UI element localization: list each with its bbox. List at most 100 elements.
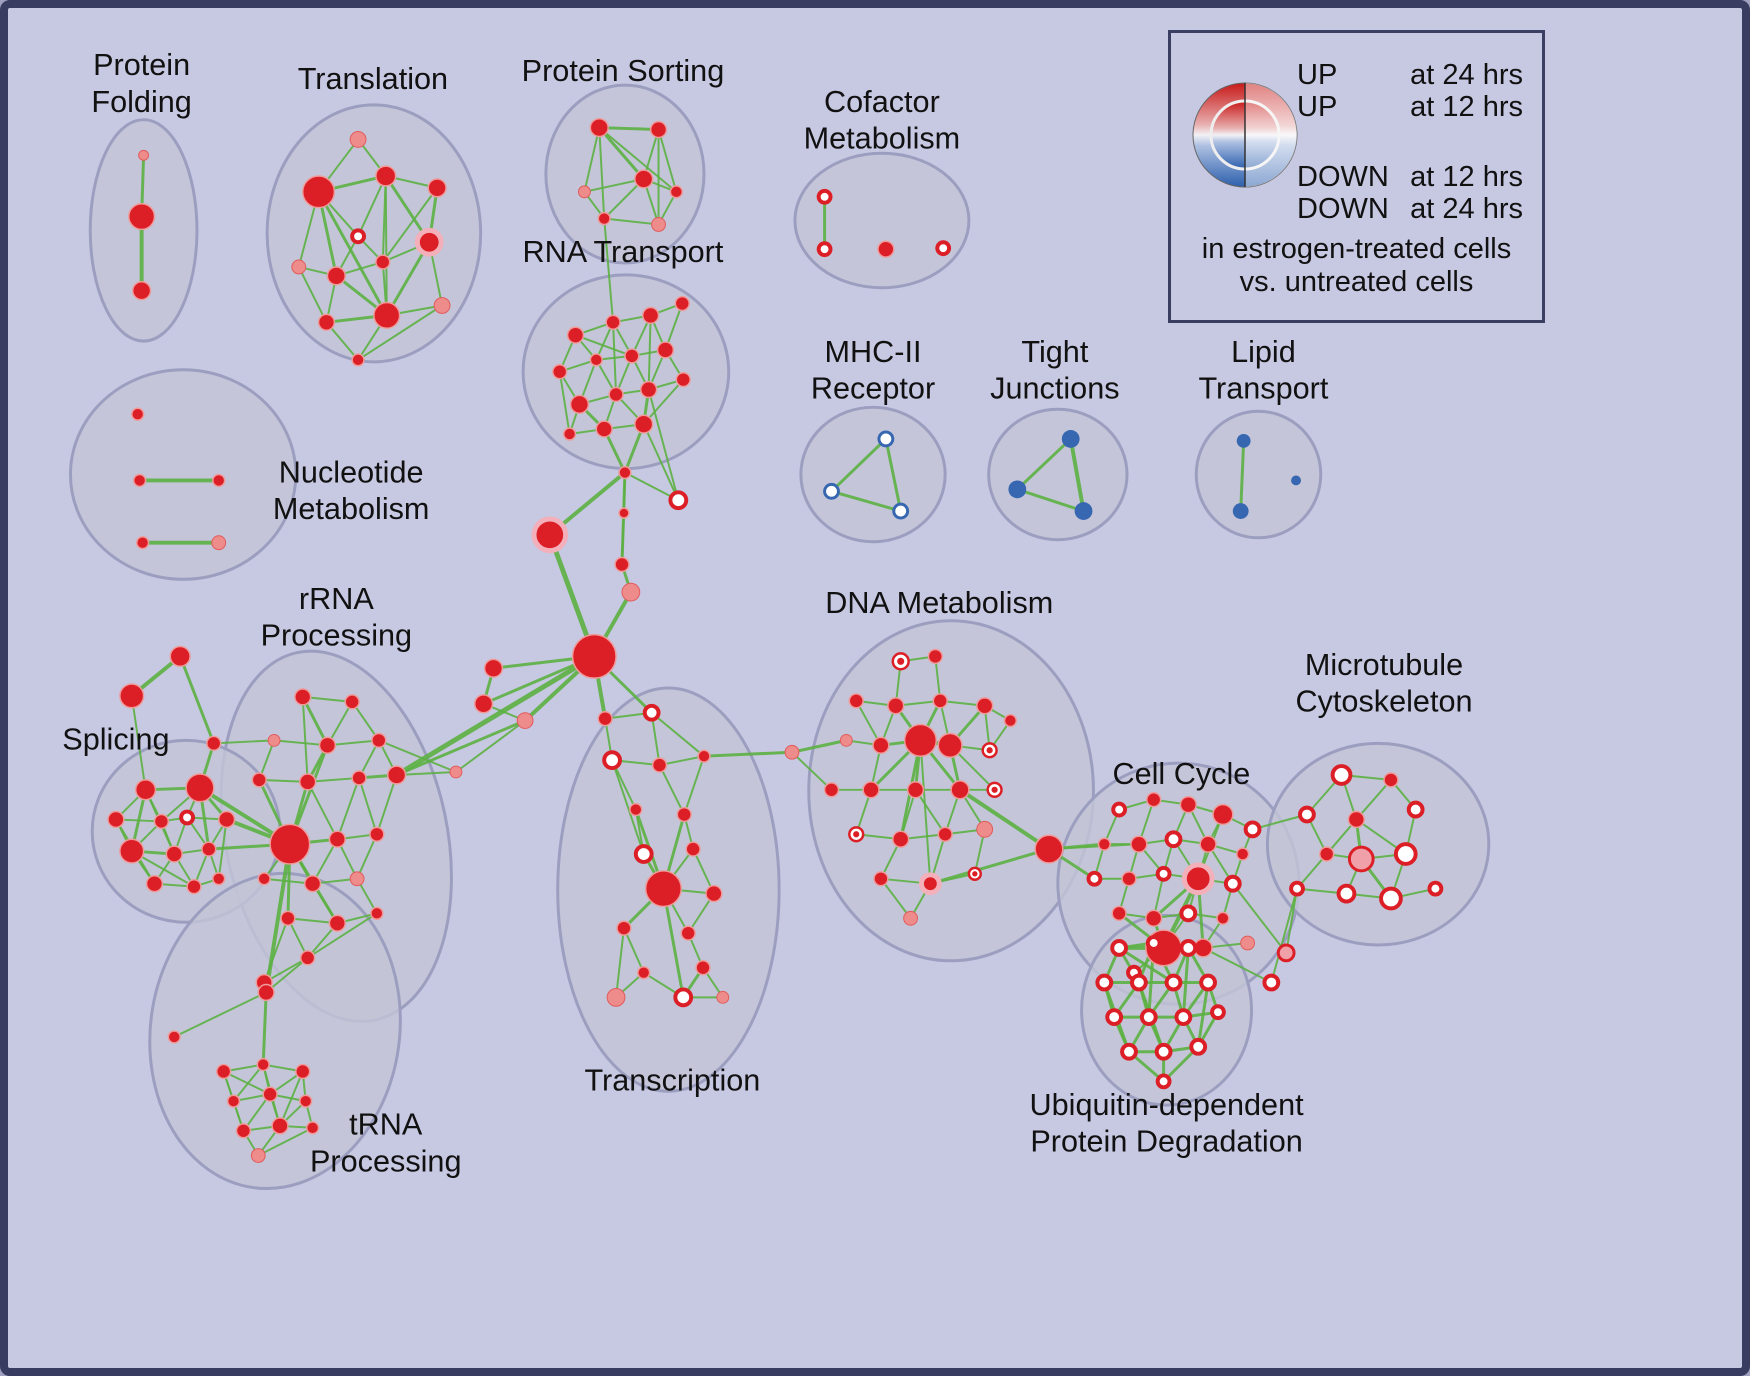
- node-rna-transport: [608, 386, 624, 403]
- node-protein-sorting: [577, 185, 591, 199]
- legend-updown-glyph: [1192, 82, 1298, 188]
- node-splicing: [107, 810, 125, 829]
- node-backbone: [668, 490, 689, 511]
- node-trna-processing: [226, 1094, 241, 1108]
- node-trna-processing: [262, 1086, 278, 1102]
- edge: [790, 751, 833, 791]
- edge: [306, 912, 378, 959]
- edge: [336, 776, 361, 841]
- node-lipid-transport: [1236, 433, 1251, 448]
- node-dna-metabolism: [848, 693, 864, 709]
- node-dna-metabolism: [906, 781, 925, 799]
- node-dna-metabolism: [927, 648, 943, 665]
- nodes: [107, 117, 1444, 1163]
- node-transcription: [644, 870, 683, 908]
- node-translation: [427, 178, 447, 198]
- node-protein-sorting: [597, 211, 611, 226]
- edge: [357, 304, 444, 361]
- node-rna-transport: [641, 306, 660, 325]
- node-cell-cycle: [1212, 803, 1234, 826]
- node-center-dot: [972, 871, 978, 877]
- node-microtubule-cytoskeleton: [1406, 800, 1425, 819]
- node-splicing: [185, 773, 215, 803]
- node-backbone: [571, 633, 617, 679]
- node-rrna-processing: [371, 732, 387, 749]
- node-dna-metabolism: [903, 723, 938, 757]
- edge: [375, 773, 398, 836]
- node-backbone: [621, 582, 641, 602]
- node-backbone: [449, 765, 463, 779]
- node-rna-transport: [569, 394, 590, 414]
- node-nucleotide-metabolism: [212, 473, 226, 488]
- node-nucleotide-metabolism: [132, 473, 147, 488]
- node-nucleotide-metabolism: [135, 536, 150, 550]
- node-cell-cycle: [1236, 847, 1250, 861]
- node-transcription: [705, 884, 723, 903]
- node-dna-metabolism: [950, 780, 970, 800]
- edge: [603, 217, 660, 226]
- node-dna-metabolism: [976, 820, 994, 838]
- edge: [598, 126, 678, 193]
- edge: [1015, 487, 1086, 513]
- module-label-transcription: Transcription: [584, 1063, 760, 1097]
- node-ubiquitin-degradation: [1095, 973, 1114, 992]
- legend-row-down-24: DOWN at 24 hrs: [1297, 193, 1523, 225]
- node-transcription: [629, 802, 643, 817]
- module-label-translation: Translation: [298, 62, 448, 96]
- node-translation: [351, 353, 365, 367]
- edge: [657, 128, 678, 193]
- edge: [173, 991, 268, 1038]
- edge: [394, 653, 597, 778]
- node-splicing: [119, 838, 145, 864]
- node-cell-cycle: [1086, 870, 1103, 887]
- edge: [384, 175, 388, 317]
- edge: [642, 378, 685, 426]
- module-ellipse-trna-processing: [148, 871, 402, 1191]
- node-trna-processing: [271, 1117, 289, 1135]
- edge: [1270, 887, 1299, 984]
- edge: [1355, 778, 1392, 821]
- node-rna-transport: [562, 427, 577, 441]
- node-center-dot: [991, 786, 998, 793]
- node-tight-junctions: [1008, 480, 1027, 499]
- node-translation: [375, 165, 397, 187]
- legend-right-half-overlay: [1245, 83, 1297, 187]
- node-splicing: [186, 879, 202, 895]
- edge: [212, 739, 276, 745]
- node-microtubule-cytoskeleton: [1336, 883, 1357, 904]
- node-protein-sorting: [634, 169, 654, 189]
- node-cell-cycle: [1097, 837, 1111, 851]
- node-translation: [291, 259, 307, 275]
- node-rna-transport: [675, 371, 691, 388]
- node-dna-metabolism: [937, 732, 963, 758]
- node-ubiquitin-degradation: [1130, 973, 1148, 992]
- node-rna-transport: [566, 326, 585, 344]
- node-microtubule-cytoskeleton: [1347, 810, 1365, 829]
- node-cofactor-metabolism: [935, 240, 952, 257]
- node-rrna-processing: [257, 872, 271, 886]
- node-backbone: [119, 683, 145, 709]
- legend-dir-label: UP: [1297, 59, 1338, 91]
- node-microtubule-cytoskeleton: [1330, 764, 1353, 786]
- node-translation: [373, 301, 401, 329]
- edge: [356, 833, 378, 880]
- edge: [377, 739, 457, 773]
- node-cofactor-metabolism: [816, 241, 833, 258]
- node-ubiquitin-degradation: [1145, 935, 1162, 951]
- node-cell-cycle: [1164, 830, 1183, 849]
- edge: [583, 178, 645, 193]
- node-rrna-processing: [328, 914, 346, 932]
- node-transcription: [616, 920, 632, 936]
- node-rrna-processing: [294, 688, 312, 706]
- edge: [884, 437, 903, 513]
- node-backbone: [169, 645, 191, 667]
- node-dna-metabolism: [1003, 713, 1018, 728]
- node-trna-processing: [257, 983, 275, 1002]
- node-dna-metabolism: [976, 697, 994, 715]
